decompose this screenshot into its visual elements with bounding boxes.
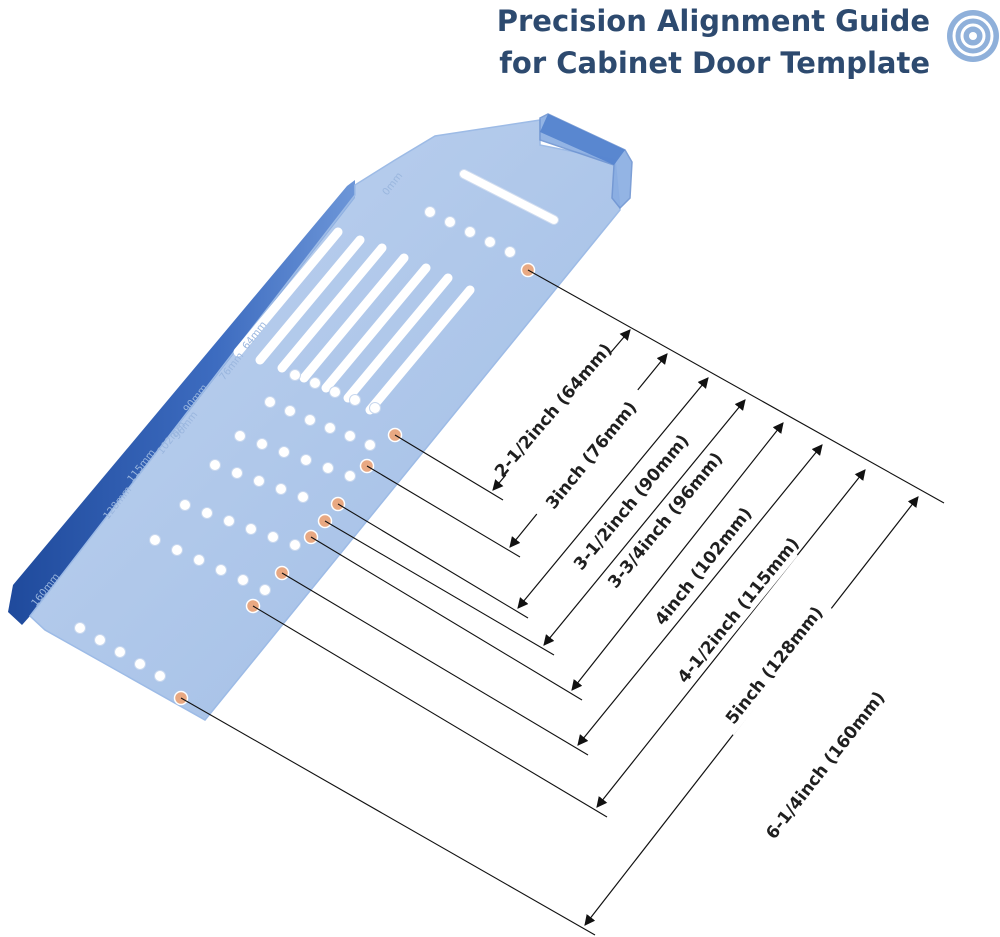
template-hole — [201, 507, 213, 519]
template-hole — [322, 462, 334, 474]
template-hole — [94, 634, 106, 646]
template-hole — [267, 531, 279, 543]
template-hole — [193, 554, 205, 566]
template-slot — [343, 273, 453, 403]
dimension-label-bg — [766, 694, 884, 836]
template-slot — [299, 253, 409, 383]
template-hole — [234, 430, 246, 442]
dimension-label-bg — [678, 540, 798, 680]
template-hole — [364, 439, 376, 451]
template-hole — [114, 646, 126, 658]
template-hole — [134, 658, 146, 670]
template-hole — [223, 515, 235, 527]
template-hole — [231, 467, 243, 479]
template-hole — [253, 475, 265, 487]
dimension-arrow — [543, 399, 746, 646]
template-hole — [369, 402, 381, 414]
template-hole — [444, 216, 456, 228]
template-slot — [321, 263, 431, 393]
template-hole — [464, 226, 476, 238]
extension-line — [281, 572, 589, 756]
dimension-label-bg — [714, 594, 834, 736]
template-hole — [289, 539, 301, 551]
template-marker-holes — [173, 262, 536, 706]
template-hole — [324, 422, 336, 434]
template-hole — [289, 369, 301, 381]
template-slot — [365, 285, 475, 415]
extension-line — [324, 520, 555, 656]
template-hole — [171, 544, 183, 556]
dimension-label-bg — [570, 432, 692, 572]
extension-line — [252, 605, 608, 818]
dimension-label-bg — [491, 341, 615, 479]
template-holes — [74, 206, 516, 682]
template-slots — [233, 227, 475, 415]
template-slot — [277, 243, 387, 373]
extension-line — [310, 536, 583, 701]
template-hole — [259, 584, 271, 596]
template-hole — [154, 670, 166, 682]
template-hole — [304, 414, 316, 426]
dimension-label-bg — [531, 385, 651, 525]
dimension-label-bg — [643, 495, 763, 637]
template-hole — [149, 534, 161, 546]
template-hole — [278, 446, 290, 458]
template-hole — [300, 454, 312, 466]
template-hole — [179, 499, 191, 511]
template-hole — [264, 396, 276, 408]
template-slot — [233, 227, 343, 357]
dimension-labels: 2-1/2inch (64mm)3inch (76mm)3-1/2inch (9… — [491, 340, 889, 843]
template-hole — [74, 622, 86, 634]
title-line-2: for Cabinet Door Template — [499, 46, 930, 80]
template-hole — [297, 491, 309, 503]
template-hole — [256, 438, 268, 450]
template-hole — [424, 206, 436, 218]
template-hole — [284, 405, 296, 417]
template-hole — [215, 564, 227, 576]
extension-line — [337, 503, 529, 619]
template-hole — [309, 377, 321, 389]
template-hole — [329, 386, 341, 398]
template-hole — [349, 394, 361, 406]
template-hole — [275, 483, 287, 495]
template-slot — [255, 235, 365, 365]
template-side-lip — [8, 180, 355, 625]
title: Precision Alignment Guide for Cabinet Do… — [497, 0, 930, 84]
dimension-label: 6-1/4inch (160mm) — [762, 688, 889, 843]
template-top-slot — [458, 169, 559, 225]
dimension-lines — [180, 269, 945, 936]
template-hole — [484, 236, 496, 248]
template-hole — [504, 246, 516, 258]
extension-line — [366, 465, 521, 558]
extension-line — [527, 269, 945, 504]
title-line-1: Precision Alignment Guide — [496, 4, 930, 38]
dimension-label-bg — [604, 450, 726, 590]
extension-line — [394, 434, 504, 501]
extension-line — [180, 697, 596, 936]
template-hole — [344, 470, 356, 482]
concentric-circles-icon — [947, 10, 999, 62]
template-hole — [245, 523, 257, 535]
template-hole — [209, 459, 221, 471]
template-hole — [344, 430, 356, 442]
template-hole — [237, 574, 249, 586]
